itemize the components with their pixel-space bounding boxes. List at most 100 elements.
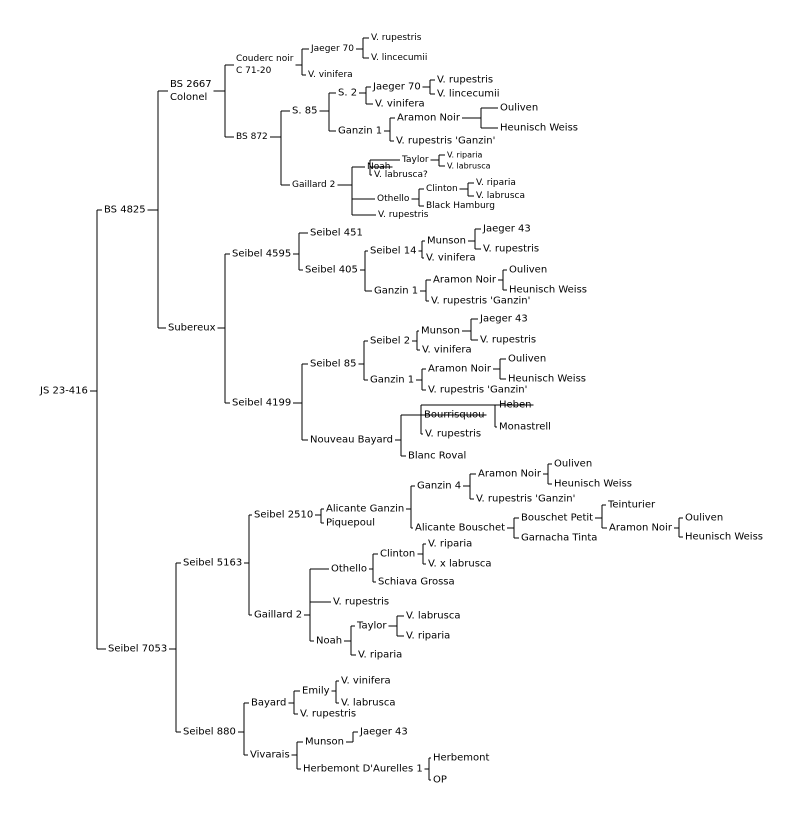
node-v-riparia: V. riparia <box>476 178 516 188</box>
node-heunisch-weiss: Heunisch Weiss <box>508 374 586 385</box>
node-subereux: Subereux <box>168 323 216 334</box>
node-teinturier: Teinturier <box>607 500 656 511</box>
node-v-riparia: V. riparia <box>428 539 472 550</box>
node-v-rupestris: V. rupestris <box>333 597 389 608</box>
node-v-rupestris: V. rupestris <box>483 244 539 255</box>
node-v-labrusca: V. labrusca <box>341 698 395 709</box>
node-jaeger-43: Jaeger 43 <box>482 224 531 235</box>
node-monastrell: Monastrell <box>499 422 551 433</box>
node-alicante-bouschet: Alicante Bouschet <box>415 523 505 534</box>
node-seibel-4199: Seibel 4199 <box>232 398 291 409</box>
node-aramon-noir: Aramon Noir <box>433 275 497 286</box>
node-ouliven: Ouliven <box>508 354 546 365</box>
node-piquepoul: Piquepoul <box>326 518 375 529</box>
node-v-rupestris-ganzin: V. rupestris 'Ganzin' <box>428 385 527 396</box>
node-emily: Emily <box>302 686 330 697</box>
node-bouschet-petit: Bouschet Petit <box>521 513 593 524</box>
node-v-rupestris: V. rupestris <box>378 210 429 220</box>
node-v-lincecumii: V. lincecumii <box>371 53 427 63</box>
node-v-labrusca: V. labrusca <box>476 191 525 201</box>
node-v-x-labrusca: V. x labrusca <box>428 559 492 570</box>
node-taylor: Taylor <box>356 621 387 632</box>
node-gaillard-2: Gaillard 2 <box>254 610 302 621</box>
node-aramon-noir: Aramon Noir <box>397 113 461 124</box>
node-v-vinifera: V. vinifera <box>308 70 353 80</box>
node-label-line: BS 2667 <box>170 79 212 90</box>
node-jaeger-70: Jaeger 70 <box>310 44 354 54</box>
node-op: OP <box>433 775 447 786</box>
node-munson: Munson <box>427 236 466 247</box>
node-s-85: S. 85 <box>292 106 317 117</box>
node-ouliven: Ouliven <box>685 513 723 524</box>
node-v-vinifera: V. vinifera <box>341 676 391 687</box>
node-ganzin-1: Ganzin 1 <box>374 286 418 297</box>
node-seibel-14: Seibel 14 <box>370 246 416 257</box>
node-label-line: Colonel <box>170 92 207 103</box>
node-v-labrusca: V. labrusca <box>447 162 491 171</box>
node-bs-4825: BS 4825 <box>104 205 146 216</box>
node-seibel-880: Seibel 880 <box>183 727 236 738</box>
node-othello: Othello <box>331 564 367 575</box>
node-aramon-noir: Aramon Noir <box>478 469 542 480</box>
node-ganzin-4: Ganzin 4 <box>417 481 461 492</box>
node-label-line: Couderc noir <box>236 54 294 64</box>
node-v-rupestris-ganzin: V. rupestris 'Ganzin' <box>476 494 575 505</box>
node-v-rupestris: V. rupestris <box>371 33 422 43</box>
node-v-vinifera: V. vinifera <box>422 345 472 356</box>
node-bs-872: BS 872 <box>236 132 268 142</box>
node-v-vinifera: V. vinifera <box>426 253 476 264</box>
node-ganzin-1: Ganzin 1 <box>338 126 382 137</box>
node-seibel-4595: Seibel 4595 <box>232 249 291 260</box>
node-aramon-noir: Aramon Noir <box>428 364 492 375</box>
node-bayard: Bayard <box>251 698 286 709</box>
node-v-rupestris: V. rupestris <box>437 75 493 86</box>
node-v-rupestris-ganzin: V. rupestris 'Ganzin' <box>396 136 495 147</box>
node-alicante-ganzin: Alicante Ganzin <box>326 504 404 515</box>
node-v-rupestris: V. rupestris <box>300 709 356 720</box>
node-clinton: Clinton <box>380 549 415 560</box>
node-ouliven: Ouliven <box>509 265 547 276</box>
node-v-vinifera: V. vinifera <box>375 99 425 110</box>
node-blanc-roval: Blanc Roval <box>408 451 466 462</box>
node-nouveau-bayard: Nouveau Bayard <box>310 435 393 446</box>
node-heunisch-weiss: Heunisch Weiss <box>685 532 763 543</box>
node-schiava-grossa: Schiava Grossa <box>378 577 455 588</box>
node-seibel-85: Seibel 85 <box>310 359 356 370</box>
node-js-23-416: JS 23-416 <box>39 386 88 397</box>
node-v-rupestris: V. rupestris <box>425 429 481 440</box>
node-label-line: C 71-20 <box>236 66 272 76</box>
node-v-labrusca: V. labrusca <box>406 611 460 622</box>
node-munson: Munson <box>421 326 460 337</box>
node-ouliven: Ouliven <box>554 459 592 470</box>
node-munson: Munson <box>305 737 344 748</box>
node-v-lincecumii: V. lincecumii <box>437 89 500 100</box>
node-herbemont: Herbemont <box>433 753 489 764</box>
node-seibel-405: Seibel 405 <box>305 265 358 276</box>
node-v-labrusca: V. labrusca? <box>374 170 428 180</box>
node-heunisch-weiss: Heunisch Weiss <box>554 479 632 490</box>
node-v-riparia: V. riparia <box>447 151 483 160</box>
node-black-hamburg: Black Hamburg <box>426 201 495 211</box>
node-aramon-noir: Aramon Noir <box>609 523 673 534</box>
node-v-rupestris: V. rupestris <box>480 335 536 346</box>
node-jaeger-43: Jaeger 43 <box>359 727 408 738</box>
node-noah: Noah <box>316 636 342 647</box>
node-s-2: S. 2 <box>338 88 357 99</box>
node-ouliven: Ouliven <box>500 103 538 114</box>
node-heunisch-weiss: Heunisch Weiss <box>509 285 587 296</box>
node-seibel-2: Seibel 2 <box>370 336 410 347</box>
node-seibel-451: Seibel 451 <box>310 228 363 239</box>
node-v-riparia: V. riparia <box>406 631 450 642</box>
node-vivarais: Vivarais <box>250 750 290 761</box>
node-gaillard-2: Gaillard 2 <box>292 180 335 190</box>
node-couderc-noir-c-71-20: Couderc noir C 71-20 <box>236 54 294 76</box>
node-herbemont-d-aurelles-1: Herbemont D'Aurelles 1 <box>303 764 423 775</box>
node-seibel-5163: Seibel 5163 <box>183 558 242 569</box>
node-garnacha-tinta: Garnacha Tinta <box>521 533 597 544</box>
node-v-riparia: V. riparia <box>358 650 402 661</box>
node-clinton: Clinton <box>426 184 458 194</box>
node-heunisch-weiss: Heunisch Weiss <box>500 123 578 134</box>
node-jaeger-43: Jaeger 43 <box>479 314 528 325</box>
node-ganzin-1: Ganzin 1 <box>370 375 414 386</box>
